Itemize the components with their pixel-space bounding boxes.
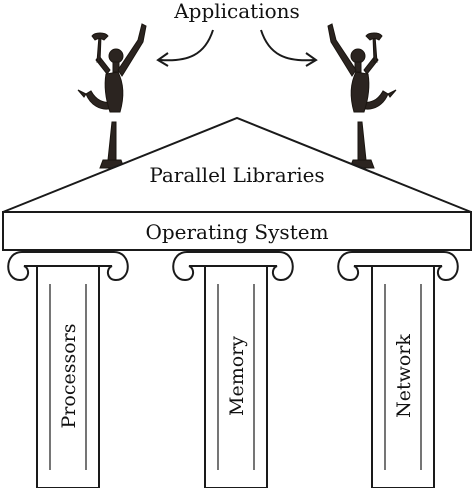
memory-label: Memory: [226, 336, 248, 416]
network-label: Network: [393, 334, 415, 418]
operating-system-beam: [2, 211, 472, 251]
parallel-libraries-label: Parallel Libraries: [149, 163, 324, 187]
pillar-memory: [172, 251, 294, 489]
arrow-right: [260, 29, 318, 67]
pillar-network: [337, 251, 459, 489]
arrow-left: [156, 29, 214, 67]
applications-label: Applications: [173, 0, 300, 23]
mercury-statue-icon: [77, 23, 147, 169]
processors-label: Processors: [58, 324, 80, 429]
operating-system-label: Operating System: [145, 220, 328, 244]
mercury-statue-icon: [327, 23, 397, 169]
